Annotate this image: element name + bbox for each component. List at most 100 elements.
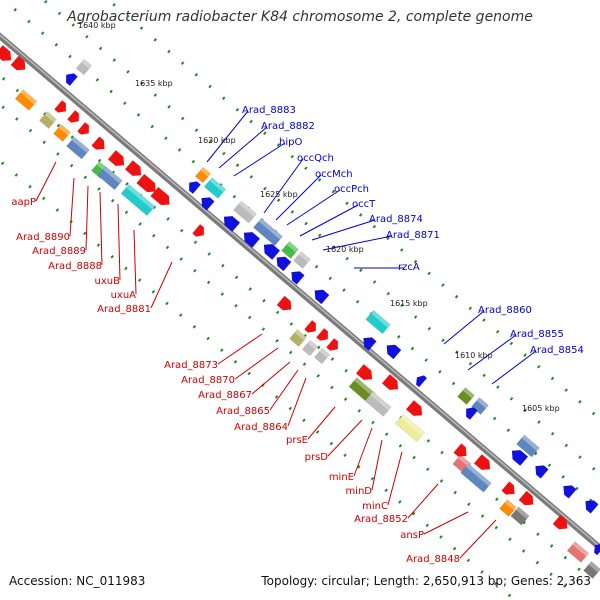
gene-arrow-reverse[interactable] bbox=[198, 194, 215, 211]
gene-label-bottom[interactable]: prsE bbox=[286, 435, 308, 446]
gene-arrow-forward[interactable] bbox=[406, 400, 426, 420]
gene-arrow-reverse[interactable] bbox=[260, 240, 280, 260]
gene-label-bottom[interactable]: aapP bbox=[11, 197, 36, 208]
gene-arrow-reverse[interactable] bbox=[288, 268, 305, 285]
gene-label-top[interactable]: Arad_8860 bbox=[478, 305, 532, 316]
gene-arrow-forward[interactable] bbox=[150, 186, 173, 209]
gene-arrow-forward[interactable] bbox=[91, 136, 109, 154]
gene-label-top[interactable]: occMch bbox=[315, 169, 353, 180]
gene-arrow-forward[interactable] bbox=[518, 490, 537, 509]
gene-label-bottom[interactable]: Arad_8864 bbox=[234, 422, 288, 433]
gene-arrow-reverse[interactable] bbox=[185, 178, 201, 194]
gene-label-bottom[interactable]: minC bbox=[362, 501, 388, 512]
gene-block[interactable] bbox=[39, 111, 57, 129]
gene-arrow-forward[interactable] bbox=[474, 454, 494, 474]
gene-label-bottom[interactable]: ansP bbox=[400, 530, 424, 541]
gene-arrow-forward[interactable] bbox=[316, 328, 331, 344]
gene-block[interactable] bbox=[516, 434, 540, 458]
gene-label-top[interactable]: Arad_8882 bbox=[261, 121, 315, 132]
gene-label-bottom[interactable]: minE bbox=[329, 472, 354, 483]
gene-block[interactable] bbox=[289, 329, 307, 347]
gene-arrow-forward[interactable] bbox=[356, 364, 376, 384]
gene-label-top[interactable]: Arad_8874 bbox=[369, 214, 423, 225]
gene-label-top[interactable]: occT bbox=[352, 199, 376, 210]
gene-arrow-forward[interactable] bbox=[77, 122, 92, 138]
gene-label-bottom[interactable]: Arad_8867 bbox=[198, 390, 252, 401]
gene-label-bottom[interactable]: Arad_8870 bbox=[181, 375, 235, 386]
gene-label-top[interactable]: occPch bbox=[334, 184, 369, 195]
gene-block[interactable] bbox=[566, 541, 590, 563]
gene-arrow-reverse[interactable] bbox=[311, 286, 330, 305]
gene-label-top[interactable]: Arad_8855 bbox=[510, 329, 564, 340]
gene-label-top[interactable]: Arad_8871 bbox=[386, 230, 440, 241]
gene-block[interactable] bbox=[301, 339, 319, 357]
gene-label-bottom[interactable]: Arad_8888 bbox=[48, 261, 102, 272]
gene-block[interactable] bbox=[395, 413, 425, 443]
gene-block[interactable] bbox=[66, 136, 90, 160]
gene-arrow-forward[interactable] bbox=[501, 481, 519, 499]
gene-label-top[interactable]: Arad_8854 bbox=[530, 345, 584, 356]
gene-label-bottom[interactable]: uxuA bbox=[111, 290, 137, 301]
gene-arrow-forward[interactable] bbox=[276, 295, 295, 314]
gene-arrow-reverse[interactable] bbox=[240, 228, 260, 248]
gene-block[interactable] bbox=[75, 58, 93, 76]
gene-arrow-forward[interactable] bbox=[0, 45, 15, 65]
gene-arrow-reverse[interactable] bbox=[582, 497, 599, 514]
gene-block[interactable] bbox=[120, 184, 156, 216]
gene-arrow-reverse[interactable] bbox=[532, 462, 549, 479]
gene-block[interactable] bbox=[293, 251, 311, 269]
gene-label-bottom[interactable]: Arad_8881 bbox=[97, 304, 151, 315]
gene-label-top[interactable]: occQch bbox=[297, 153, 334, 164]
gene-block[interactable] bbox=[510, 506, 530, 526]
gene-arrow-reverse[interactable] bbox=[360, 334, 377, 351]
gene-label-bottom[interactable]: Arad_8852 bbox=[354, 514, 408, 525]
gene-arrow-reverse[interactable] bbox=[560, 482, 577, 499]
gene-arrow-reverse[interactable] bbox=[273, 253, 292, 272]
gene-arrow-forward[interactable] bbox=[125, 160, 145, 180]
gene-block[interactable] bbox=[253, 217, 283, 247]
gene-block[interactable] bbox=[97, 165, 123, 191]
gene-block[interactable] bbox=[457, 387, 475, 405]
gene-label-bottom[interactable]: Arad_8890 bbox=[16, 232, 70, 243]
gene-block[interactable] bbox=[365, 309, 391, 335]
gene-arrow-reverse[interactable] bbox=[220, 212, 240, 232]
gene-arrow-forward[interactable] bbox=[552, 514, 571, 533]
gene-arrow-forward[interactable] bbox=[192, 224, 207, 240]
gene-block[interactable] bbox=[364, 391, 392, 417]
gene-label-bottom[interactable]: prsD bbox=[305, 452, 329, 463]
gene-arrow-forward[interactable] bbox=[304, 320, 319, 336]
gene-arrow-forward[interactable] bbox=[382, 374, 402, 394]
gene-label-top[interactable]: Arad_8883 bbox=[242, 105, 296, 116]
gene-block[interactable] bbox=[499, 499, 517, 517]
gene-block[interactable] bbox=[583, 561, 600, 579]
gene-arrow-reverse[interactable] bbox=[62, 70, 78, 86]
gene-arrow-forward[interactable] bbox=[67, 110, 82, 126]
gene-block[interactable] bbox=[281, 241, 299, 259]
gene-label-bottom[interactable]: Arad_8865 bbox=[216, 406, 270, 417]
gene-block[interactable] bbox=[460, 463, 492, 493]
gene-arrow-forward[interactable] bbox=[326, 338, 341, 354]
gene-label-bottom[interactable]: Arad_8848 bbox=[406, 554, 460, 565]
gene-arrow-forward[interactable] bbox=[108, 150, 128, 170]
gene-block[interactable] bbox=[53, 124, 71, 142]
gene-block[interactable] bbox=[14, 89, 38, 111]
gene-arrow-forward[interactable] bbox=[54, 100, 69, 116]
gene-arrow-reverse[interactable] bbox=[508, 446, 528, 466]
gene-label-bottom[interactable]: Arad_8873 bbox=[164, 360, 218, 371]
gene-arrow-reverse[interactable] bbox=[413, 373, 427, 388]
gene-label-top[interactable]: rzcA bbox=[398, 262, 420, 273]
gene-arrow-reverse[interactable] bbox=[462, 404, 478, 420]
gene-arrow-forward[interactable] bbox=[10, 55, 29, 74]
gene-block[interactable] bbox=[194, 166, 212, 184]
gene-label-leader bbox=[287, 377, 307, 427]
gene-arrow-reverse[interactable] bbox=[383, 341, 402, 360]
gene-label-bottom[interactable]: uxuB bbox=[95, 276, 121, 287]
gene-arrow-forward[interactable] bbox=[453, 443, 471, 461]
gene-block[interactable] bbox=[313, 347, 331, 365]
gene-block[interactable] bbox=[233, 200, 257, 224]
gene-label-bottom[interactable]: minD bbox=[345, 486, 372, 497]
gene-block[interactable] bbox=[203, 177, 227, 199]
gene-label-bottom[interactable]: Arad_8889 bbox=[32, 246, 86, 257]
gene-label-top[interactable]: hipO bbox=[279, 137, 302, 148]
gene-arrow-forward[interactable] bbox=[136, 173, 159, 196]
